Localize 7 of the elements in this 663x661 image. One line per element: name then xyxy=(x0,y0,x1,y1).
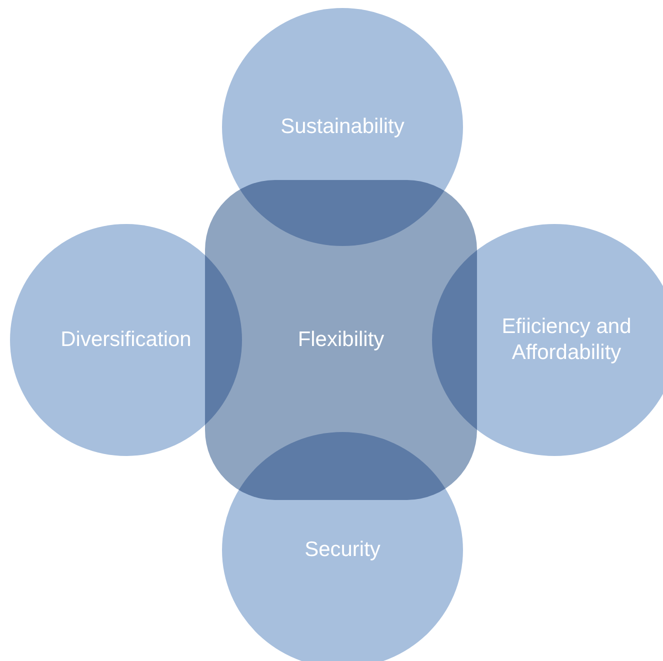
circle-node xyxy=(222,8,463,246)
node-label: Efiiciency and Affordability xyxy=(500,314,632,366)
circle-node xyxy=(10,224,242,456)
node-label: Security xyxy=(304,537,380,563)
node-label: Flexibility xyxy=(298,327,384,353)
node-label: Diversification xyxy=(60,327,192,353)
node-label: Sustainability xyxy=(280,114,404,140)
